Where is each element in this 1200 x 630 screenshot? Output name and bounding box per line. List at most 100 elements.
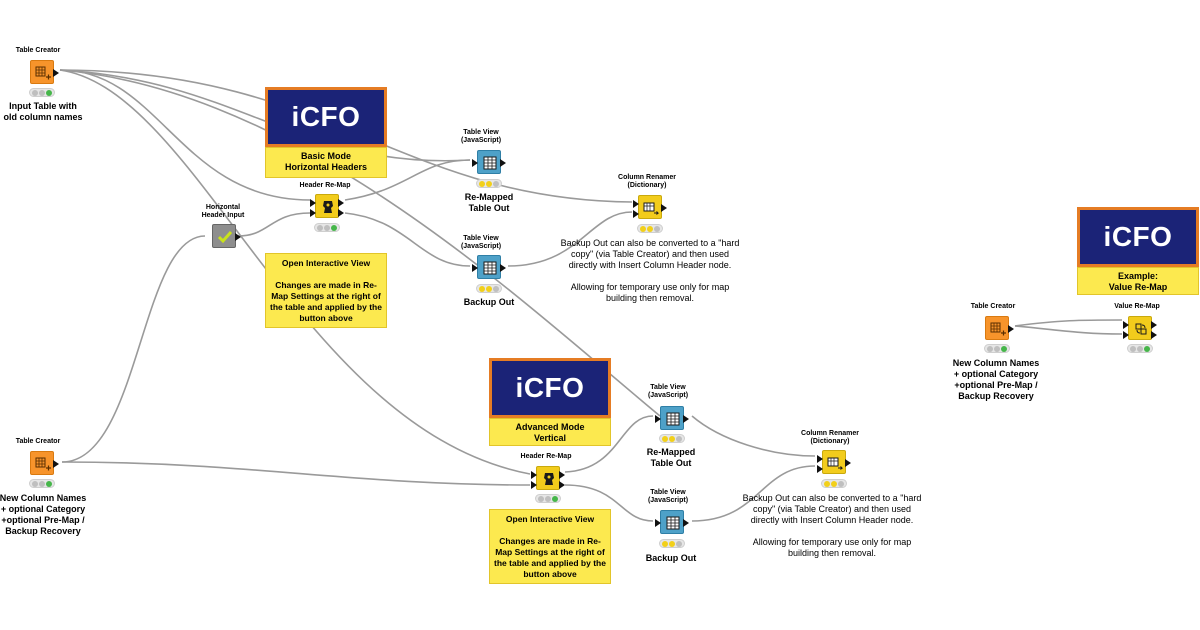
node-title-view-bottom-remapped: Table View (JavaScript) bbox=[647, 384, 689, 399]
input-port[interactable] bbox=[1123, 321, 1129, 329]
input-port[interactable] bbox=[655, 415, 661, 423]
status-lights bbox=[476, 179, 502, 188]
output-port[interactable] bbox=[559, 481, 565, 489]
node-title-renamer-top: Column Renamer (Dictionary) bbox=[618, 174, 676, 189]
input-port[interactable] bbox=[310, 199, 316, 207]
input-port[interactable] bbox=[817, 455, 823, 463]
output-port[interactable] bbox=[1008, 325, 1014, 333]
input-port[interactable] bbox=[655, 519, 661, 527]
status-lights bbox=[535, 494, 561, 503]
map-node-icon bbox=[544, 473, 554, 485]
input-port[interactable] bbox=[472, 264, 478, 272]
rename-icon bbox=[643, 202, 660, 215]
node-title-creator-bottom: Table Creator bbox=[15, 438, 61, 445]
map-node-icon bbox=[323, 201, 333, 213]
caption-line: Horizontal Headers bbox=[284, 162, 368, 172]
output-port[interactable] bbox=[683, 415, 689, 423]
output-port[interactable] bbox=[559, 471, 565, 479]
input-port[interactable] bbox=[531, 481, 537, 489]
backup-text-2: Allowing for temporary use only for map … bbox=[570, 282, 730, 303]
checkmark-icon bbox=[217, 231, 233, 244]
node-title-view-top-backup: Table View (JavaScript) bbox=[460, 235, 502, 250]
logo-text: iCFO bbox=[291, 101, 361, 132]
logo-caption-example: Example: Value Re-Map bbox=[1077, 267, 1199, 295]
node-label-view-top-backup: Backup Out bbox=[463, 297, 515, 307]
table-view-top-backup-node[interactable] bbox=[472, 255, 506, 279]
wire-creator-right-to-value-remap-2 bbox=[1014, 325, 1123, 335]
caption-line: Basic Mode bbox=[300, 151, 351, 161]
note-interactive-view-bottom: Open Interactive View Changes are made i… bbox=[489, 509, 611, 584]
node-title-creator-top: Table Creator bbox=[15, 47, 61, 54]
node-title-view-top-remapped: Table View (JavaScript) bbox=[460, 129, 502, 144]
node-label-view-top-remapped: Re-Mapped Table Out bbox=[464, 192, 514, 213]
output-port[interactable] bbox=[500, 159, 506, 167]
column-renamer-top-node[interactable] bbox=[633, 195, 667, 219]
status-lights bbox=[1127, 344, 1153, 353]
output-port[interactable] bbox=[53, 460, 59, 468]
header-remap-top-node[interactable] bbox=[310, 194, 344, 218]
table-plus-icon bbox=[35, 457, 51, 471]
status-lights bbox=[29, 479, 55, 488]
note-body: Changes are made in Re-Map Settings at t… bbox=[494, 536, 606, 579]
logo-text: iCFO bbox=[1103, 221, 1173, 252]
backup-text-1: Backup Out can also be converted to a "h… bbox=[560, 238, 740, 270]
output-port[interactable] bbox=[338, 209, 344, 217]
status-lights bbox=[821, 479, 847, 488]
output-port[interactable] bbox=[1151, 321, 1157, 329]
status-lights bbox=[659, 434, 685, 443]
note-body: Changes are made in Re-Map Settings at t… bbox=[270, 280, 382, 323]
input-port[interactable] bbox=[633, 210, 639, 218]
header-remap-bottom-node[interactable] bbox=[531, 466, 565, 490]
table-view-icon bbox=[666, 516, 680, 530]
table-creator-top-node[interactable] bbox=[30, 60, 59, 84]
node-label-view-bottom-backup: Backup Out bbox=[645, 553, 697, 563]
wire-creator-bottom-to-remap-bottom bbox=[61, 461, 531, 486]
node-title-remap-top: Header Re-Map bbox=[299, 182, 351, 189]
table-creator-right-node[interactable] bbox=[985, 316, 1014, 340]
output-port[interactable] bbox=[683, 519, 689, 527]
output-port[interactable] bbox=[845, 459, 851, 467]
node-title-renamer-bottom: Column Renamer (Dictionary) bbox=[801, 430, 859, 445]
rename-icon bbox=[827, 457, 844, 470]
table-creator-bottom-node[interactable] bbox=[30, 451, 59, 475]
logo-text: iCFO bbox=[515, 372, 585, 403]
table-view-top-remapped-node[interactable] bbox=[472, 150, 506, 174]
input-port[interactable] bbox=[531, 471, 537, 479]
output-port[interactable] bbox=[1151, 331, 1157, 339]
node-label-view-bottom-remapped: Re-Mapped Table Out bbox=[646, 447, 696, 468]
caption-line: Value Re-Map bbox=[1108, 282, 1168, 292]
output-port[interactable] bbox=[500, 264, 506, 272]
input-port[interactable] bbox=[472, 159, 478, 167]
note-title: Open Interactive View bbox=[281, 258, 371, 268]
horizontal-header-input-node[interactable] bbox=[212, 224, 241, 248]
table-plus-icon bbox=[35, 66, 51, 80]
logo-caption-basic: Basic Mode Horizontal Headers bbox=[265, 147, 387, 178]
node-label-creator-top: Input Table with old column names bbox=[3, 101, 83, 122]
logo-caption-advanced: Advanced Mode Vertical bbox=[489, 418, 611, 446]
icfo-logo-advanced: iCFO bbox=[489, 358, 611, 418]
table-view-icon bbox=[483, 261, 497, 275]
node-title-view-bottom-backup: Table View (JavaScript) bbox=[647, 489, 689, 504]
value-remap-node[interactable] bbox=[1123, 316, 1157, 340]
caption-line: Advanced Mode bbox=[515, 422, 585, 432]
table-view-bottom-backup-node[interactable] bbox=[655, 510, 689, 534]
node-title-value-remap: Value Re-Map bbox=[1114, 303, 1160, 310]
status-lights bbox=[476, 284, 502, 293]
output-port[interactable] bbox=[53, 69, 59, 77]
node-label-creator-right: New Column Names + optional Category +op… bbox=[952, 358, 1040, 401]
output-port[interactable] bbox=[338, 199, 344, 207]
caption-line: Vertical bbox=[533, 433, 567, 443]
note-interactive-view-top: Open Interactive View Changes are made i… bbox=[265, 253, 387, 328]
table-view-icon bbox=[666, 412, 680, 426]
input-port[interactable] bbox=[633, 200, 639, 208]
icfo-logo-basic: iCFO bbox=[265, 87, 387, 147]
table-view-bottom-remapped-node[interactable] bbox=[655, 406, 689, 430]
column-renamer-bottom-node[interactable] bbox=[817, 450, 851, 474]
input-port[interactable] bbox=[817, 465, 823, 473]
backup-text-1: Backup Out can also be converted to a "h… bbox=[742, 493, 922, 525]
input-port[interactable] bbox=[310, 209, 316, 217]
backup-explanation-bottom: Backup Out can also be converted to a "h… bbox=[738, 493, 926, 559]
input-port[interactable] bbox=[1123, 331, 1129, 339]
output-port[interactable] bbox=[661, 204, 667, 212]
output-port[interactable] bbox=[235, 233, 241, 241]
